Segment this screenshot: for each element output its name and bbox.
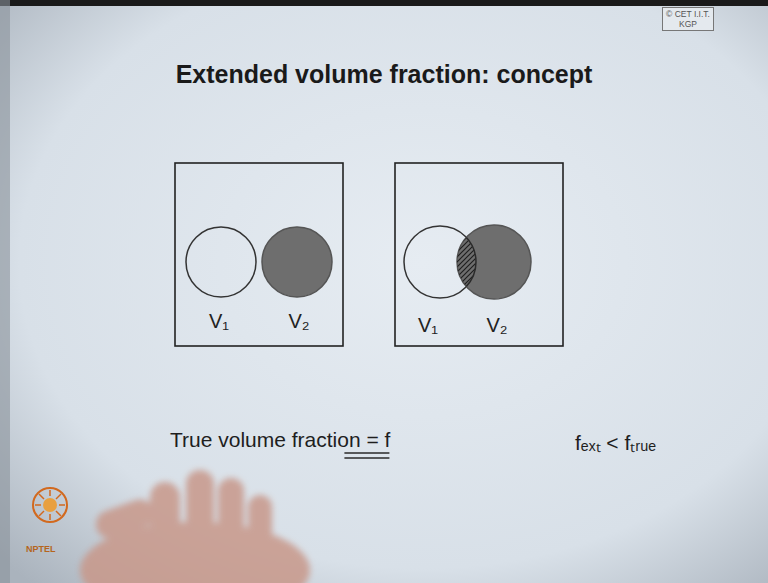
phase-circle: V₂ — [258, 223, 336, 350]
panel-frame — [175, 163, 343, 346]
copyright-mark: © CET I.I.T. KGP — [662, 7, 714, 31]
emphasis-underline — [344, 452, 389, 453]
statement-text: True volume fraction = f — [170, 428, 390, 452]
volume-label: V₁ — [209, 310, 229, 333]
logo-text: NPTEL — [26, 544, 56, 554]
screen-edge — [0, 0, 10, 583]
presenter-hand — [80, 470, 310, 583]
volume-label: V₂ — [486, 314, 507, 337]
screen-edge — [0, 0, 768, 6]
volume-label: V₁ — [418, 314, 438, 337]
inequality-text: fₑₓₜ < fₜᵣᵤₑ — [575, 428, 656, 456]
phase-circle: V₂ — [453, 221, 535, 354]
volume-label: V₂ — [288, 310, 309, 333]
panel-frame — [395, 163, 563, 346]
phase-circle: V₁ — [182, 223, 260, 350]
slide-title: Extended volume fraction: concept — [0, 60, 768, 89]
emphasis-underline — [344, 457, 389, 458]
nptel-emblem — [33, 488, 67, 522]
